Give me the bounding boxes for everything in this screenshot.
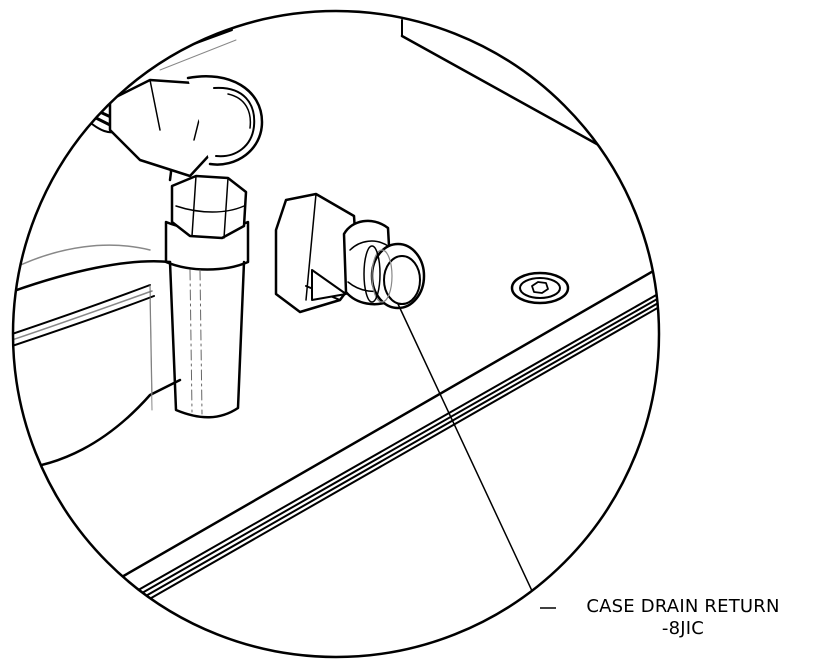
detail-view-boundary <box>11 9 661 659</box>
plate-corner-edge <box>400 19 606 150</box>
case-drain-elbow-fitting <box>274 192 426 314</box>
mounting-plate-edge <box>118 264 659 610</box>
callout-leader-line <box>397 303 541 609</box>
callout-label-line1: CASE DRAIN RETURN <box>586 596 780 617</box>
socket-head-screw <box>510 271 570 305</box>
callout-label: CASE DRAIN RETURN -8JIC <box>552 596 814 640</box>
callout-label-line2: -8JIC <box>661 618 705 639</box>
upper-elbow-fitting <box>108 29 264 178</box>
hex-plug <box>170 174 248 240</box>
